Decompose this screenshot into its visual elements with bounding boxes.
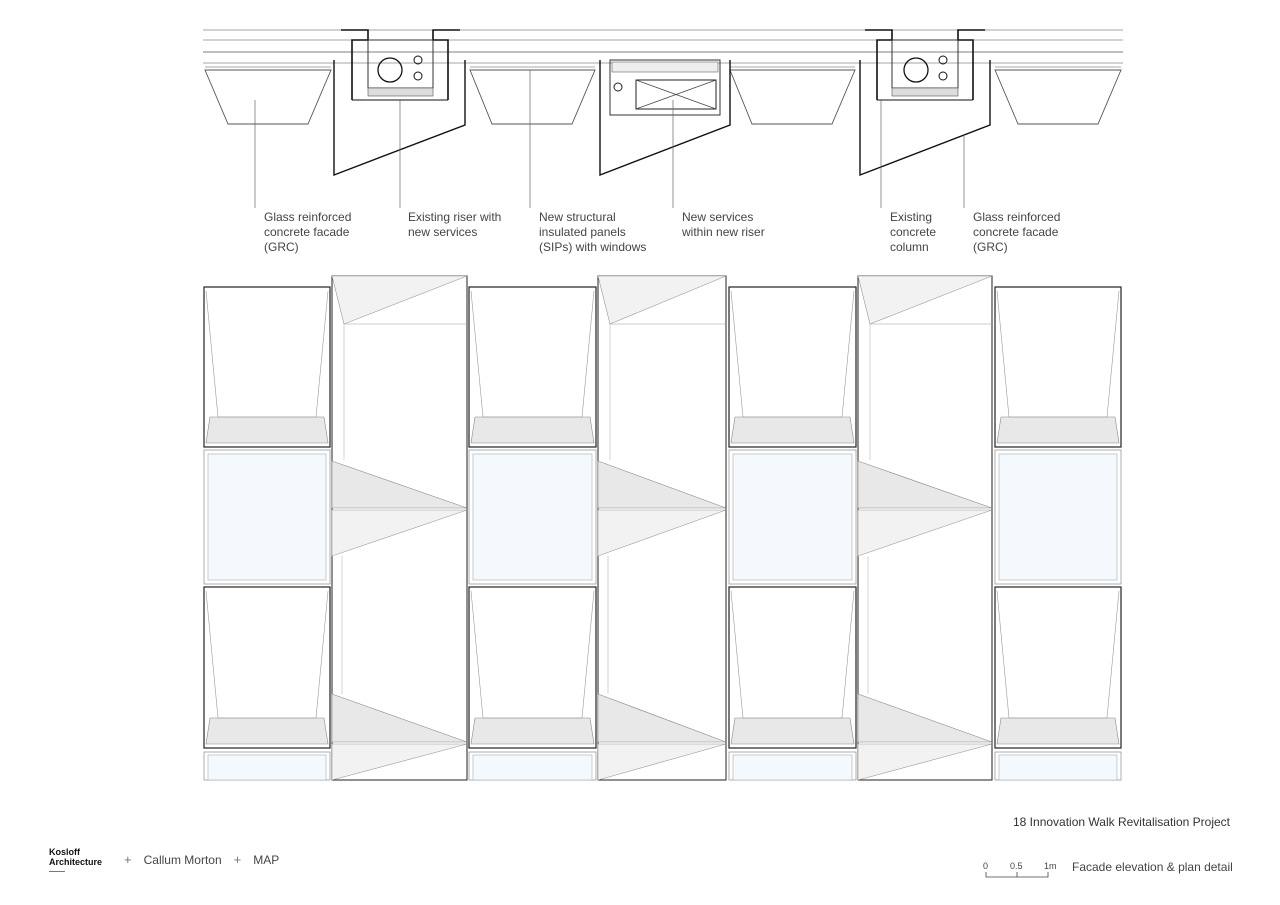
grc-panel-reveal — [730, 290, 855, 418]
sip-sill — [331, 693, 468, 743]
grc-panel-sill — [730, 416, 855, 444]
window-glass — [207, 754, 327, 781]
grc-panel-sill — [470, 416, 595, 444]
sip-head — [597, 509, 727, 557]
partner-callum-morton: Callum Morton — [143, 852, 222, 867]
sip-soffit — [331, 275, 468, 325]
plus-separator: + — [124, 852, 132, 867]
sip-sill — [857, 460, 993, 509]
sip-sill — [597, 460, 727, 509]
facade-elevation — [203, 275, 1122, 781]
scale-tick-label: 0 — [983, 861, 989, 871]
window-glass — [998, 754, 1118, 781]
grc-panel-reveal — [470, 590, 595, 719]
drawing-caption: Facade elevation & plan detail — [1072, 860, 1233, 874]
window-glass — [732, 754, 853, 781]
grc-panel-reveal — [996, 290, 1120, 418]
sip-head — [597, 743, 727, 781]
grc-panel-reveal — [730, 590, 855, 719]
window-glass — [732, 453, 853, 581]
sip-head — [331, 743, 468, 781]
grc-panel-sill — [996, 416, 1120, 444]
sip-soffit — [597, 275, 727, 325]
sip-sill — [331, 460, 468, 509]
grc-panel-reveal — [470, 290, 595, 418]
credits: Kosloff Architecture + Callum Morton + M… — [49, 847, 287, 872]
sip-head — [857, 743, 993, 781]
sip-head — [331, 509, 468, 557]
grc-panel-sill — [470, 717, 595, 745]
plus-separator: + — [233, 852, 242, 867]
sip-soffit — [857, 275, 993, 325]
grc-panel-reveal — [205, 290, 329, 418]
window-glass — [207, 453, 327, 581]
sip-sill — [597, 693, 727, 743]
grc-panel-sill — [996, 717, 1120, 745]
sip-head — [857, 509, 993, 557]
grc-fin — [204, 66, 1122, 125]
grc-panel-sill — [205, 416, 329, 444]
leader-lines — [254, 70, 965, 208]
grc-panel-sill — [730, 717, 855, 745]
window-glass — [472, 453, 593, 581]
plan-detail — [203, 29, 1123, 208]
project-title: 18 Innovation Walk Revitalisation Projec… — [1013, 815, 1230, 829]
grc-panel-reveal — [205, 590, 329, 719]
sip-sill — [857, 693, 993, 743]
window-glass — [998, 453, 1118, 581]
kosloff-logo: Kosloff Architecture — [49, 847, 102, 872]
new-riser — [599, 59, 731, 177]
grc-panel-reveal — [996, 590, 1120, 719]
grc-panel-sill — [205, 717, 329, 745]
window-glass — [472, 754, 593, 781]
scale-bar — [985, 872, 1049, 878]
scale-tick-label: 1m — [1044, 861, 1057, 871]
scale-tick-label: 0.5 — [1010, 861, 1023, 871]
partner-map: MAP — [253, 852, 280, 867]
